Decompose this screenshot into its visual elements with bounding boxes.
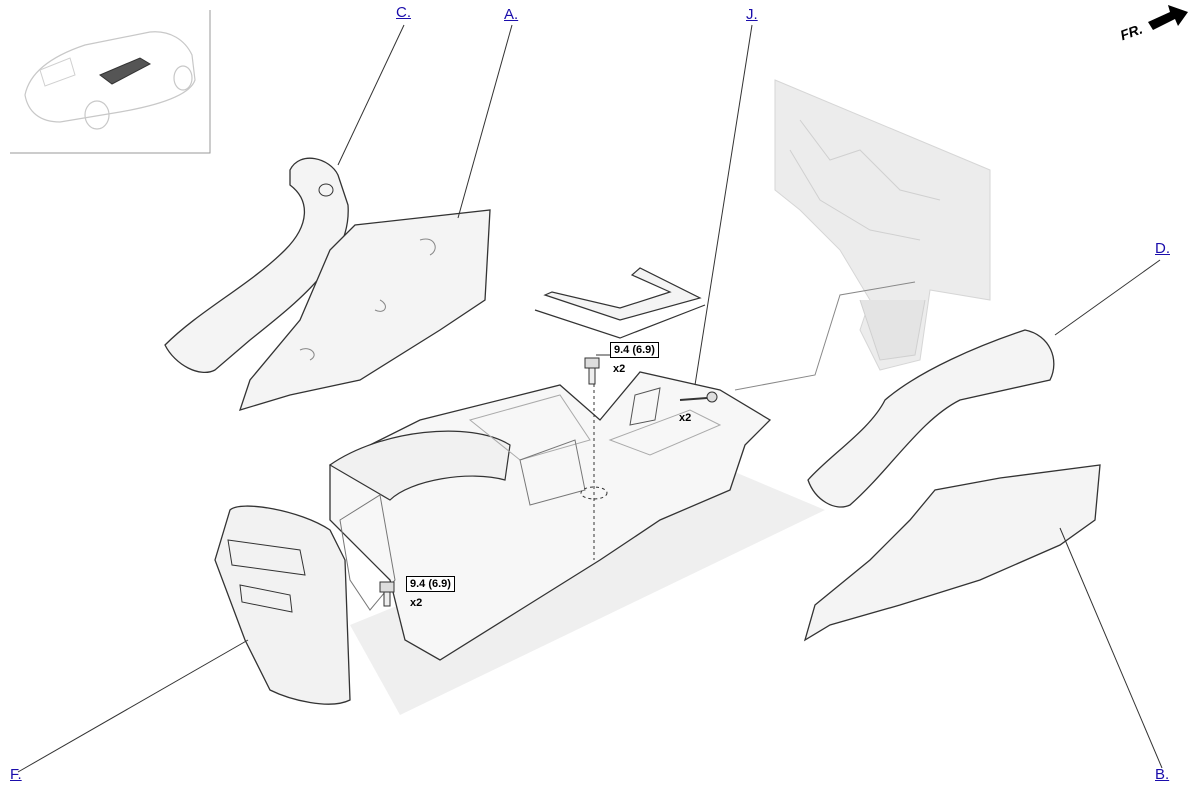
torque-spec-lower: 9.4 (6.9): [406, 576, 455, 592]
part-f-rear-panel: [214, 505, 351, 705]
callout-f[interactable]: F.: [10, 766, 22, 783]
part-d-trim: [807, 329, 1055, 508]
part-b-trim: [803, 464, 1101, 642]
quantity-upper: x2: [613, 363, 626, 375]
floor-ghost: [350, 470, 825, 715]
bolt-upper: [580, 357, 608, 560]
vehicle-locator-inset: [10, 10, 211, 154]
leader-lines: [17, 24, 1163, 773]
dashboard-leader: [734, 281, 916, 391]
callout-c[interactable]: C.: [396, 4, 411, 21]
part-c-trim: [164, 157, 349, 374]
screw: [679, 391, 718, 403]
dashboard-ghost: [774, 79, 991, 371]
callout-a[interactable]: A.: [504, 6, 519, 23]
console-tray: [534, 267, 706, 339]
bolt-lower: [379, 581, 395, 607]
quantity-screw: x2: [679, 412, 692, 424]
callout-b[interactable]: B.: [1155, 766, 1170, 783]
front-direction-arrow-icon: [1148, 5, 1188, 30]
callout-d[interactable]: D.: [1155, 240, 1170, 257]
torque-spec-upper: 9.4 (6.9): [610, 342, 659, 358]
quantity-lower: x2: [410, 597, 423, 609]
part-a-panel: [238, 209, 491, 411]
callout-j[interactable]: J.: [746, 6, 758, 23]
